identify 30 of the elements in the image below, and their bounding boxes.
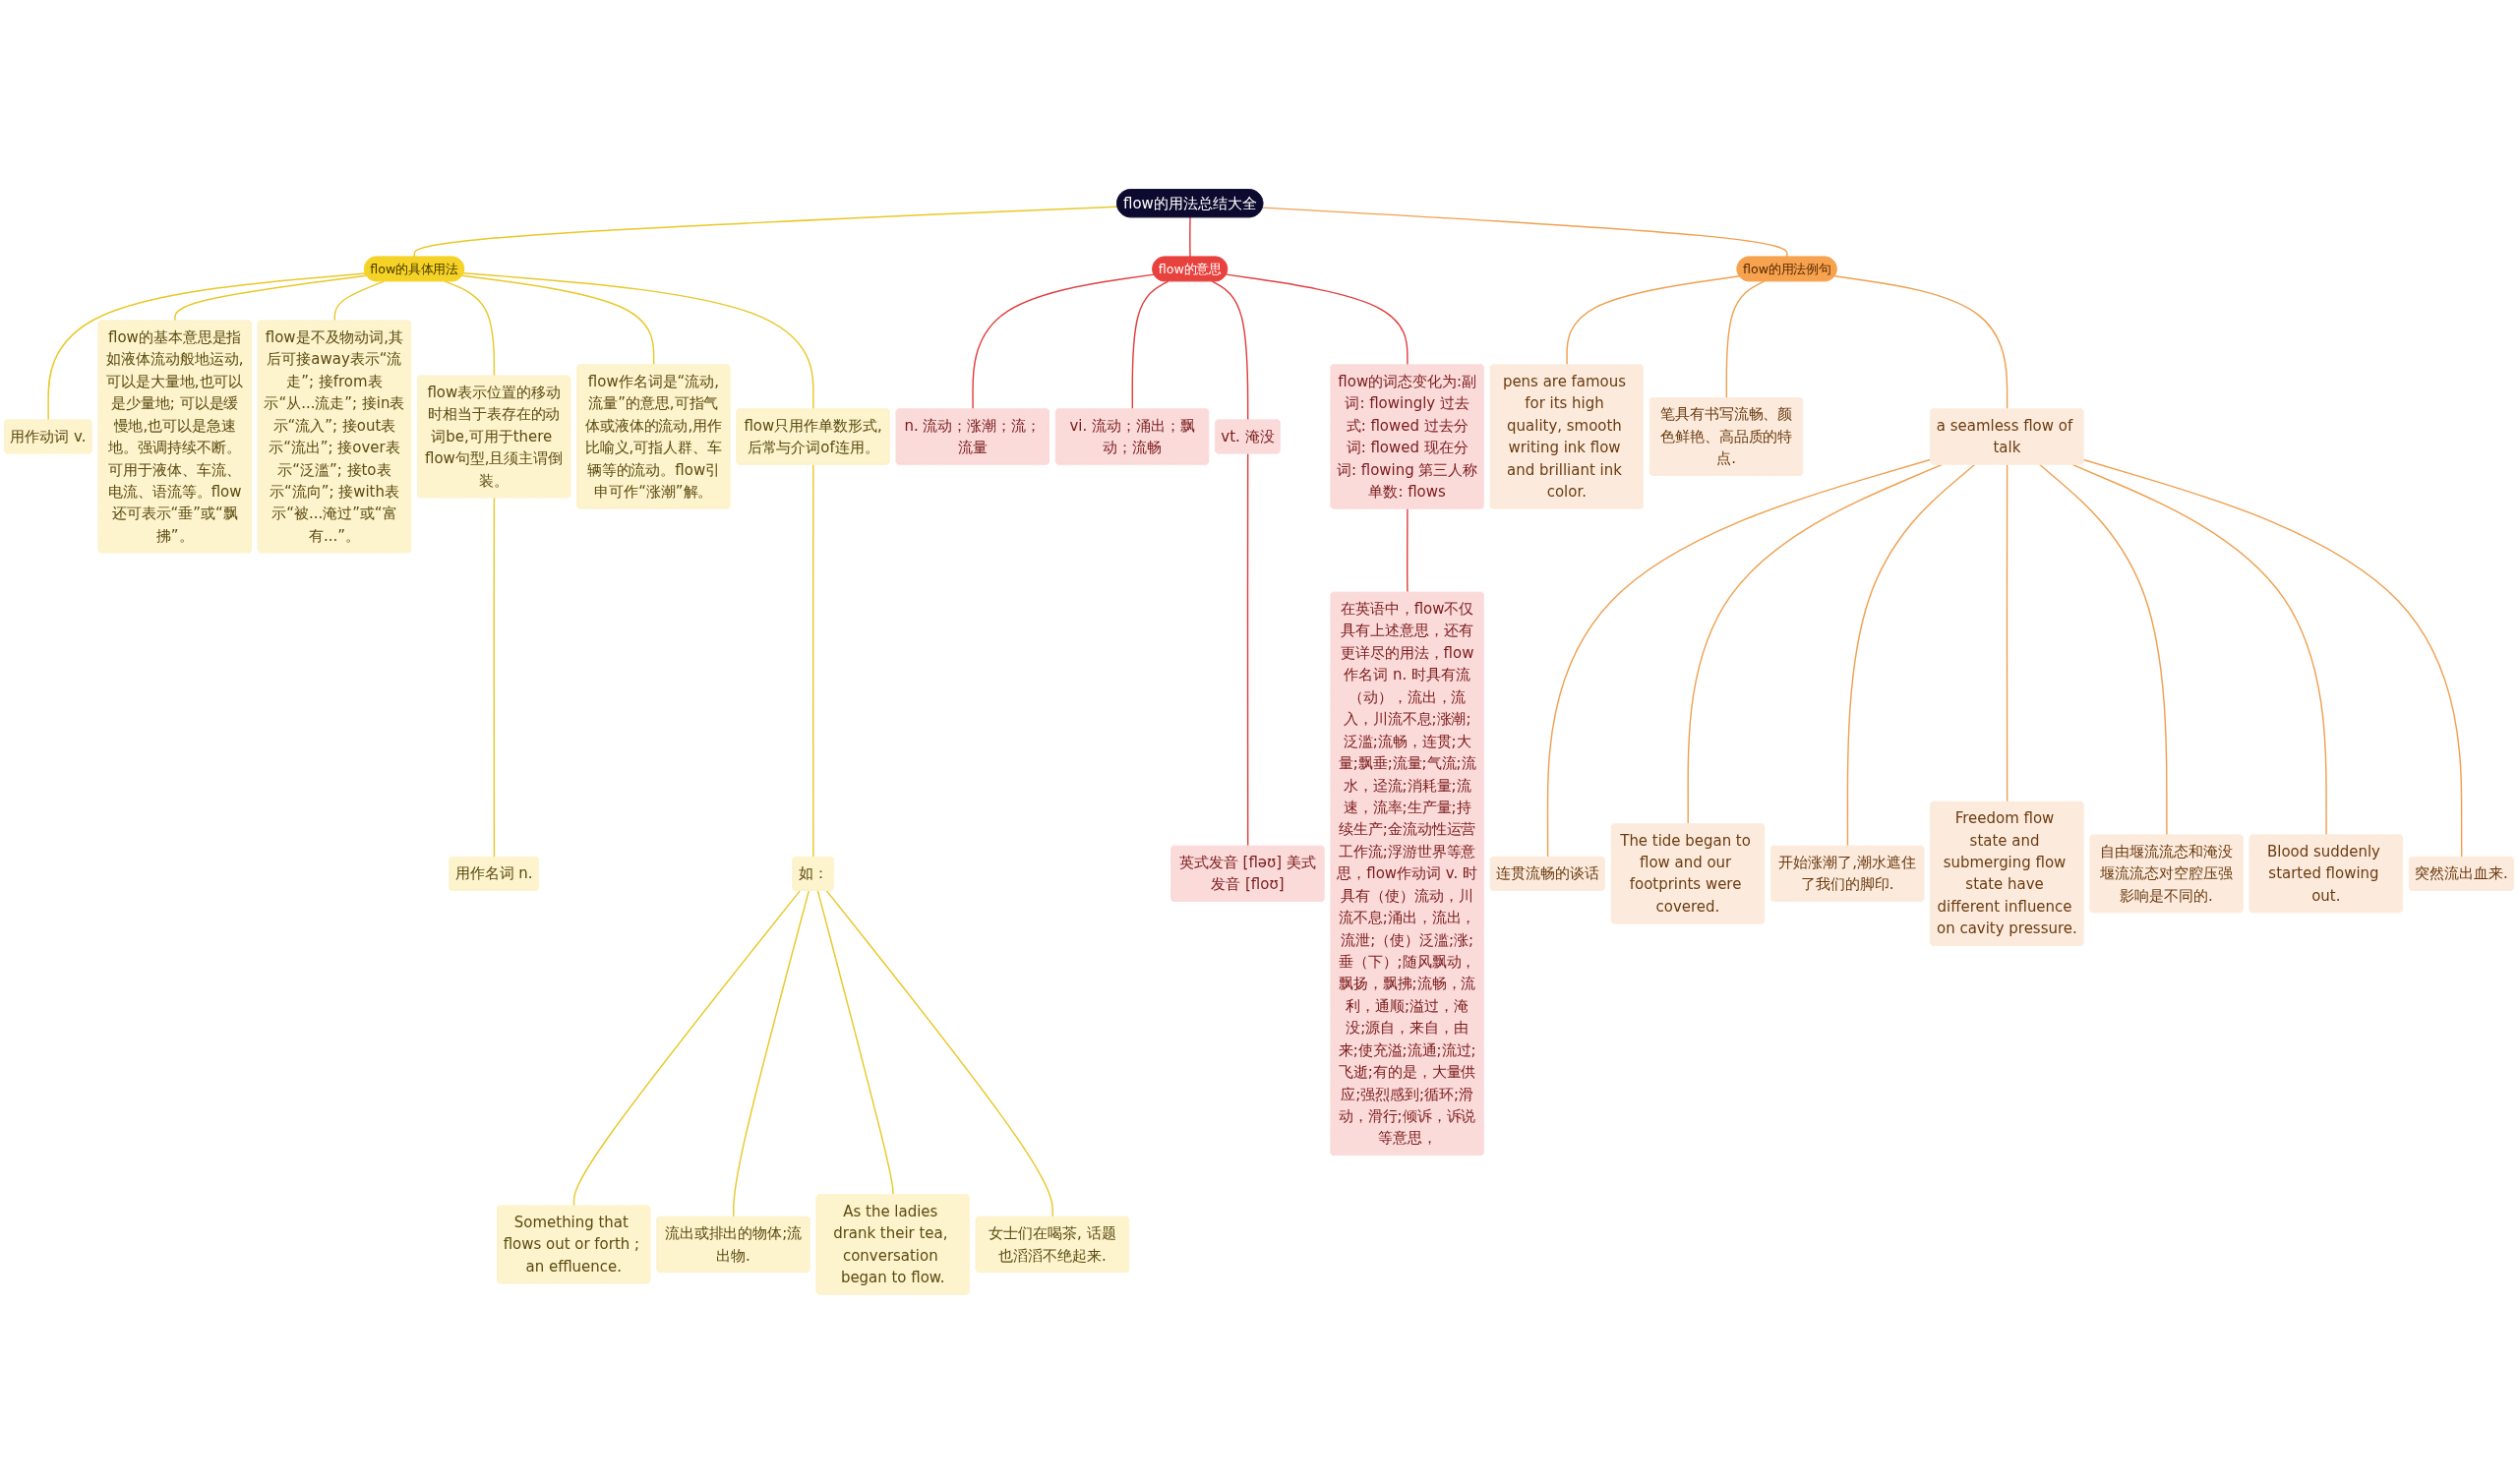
connector [811, 463, 814, 859]
connector [444, 280, 496, 378]
connector [1725, 280, 1766, 399]
connector [572, 890, 802, 1208]
connector [174, 274, 368, 323]
connector [972, 273, 1155, 410]
connector [1226, 273, 1409, 367]
connector [333, 280, 386, 323]
connector [1261, 207, 1788, 259]
connector [816, 890, 894, 1196]
connector [1131, 280, 1169, 410]
connector [413, 206, 1118, 259]
connector [825, 890, 1053, 1218]
connector [1407, 507, 1409, 594]
connector [2082, 458, 2463, 859]
connector [2039, 463, 2168, 837]
connector [1211, 280, 1249, 422]
connector [1833, 275, 2008, 410]
connector [1846, 463, 1976, 848]
connector [461, 274, 655, 367]
connector [1189, 216, 1191, 259]
connector [1246, 452, 1249, 848]
connector [2071, 463, 2327, 837]
connector [1546, 458, 1932, 859]
connector [733, 890, 810, 1218]
connector [1566, 275, 1741, 367]
connector [2006, 463, 2008, 803]
connector [493, 497, 496, 859]
connector [462, 272, 814, 410]
connector [47, 272, 367, 422]
